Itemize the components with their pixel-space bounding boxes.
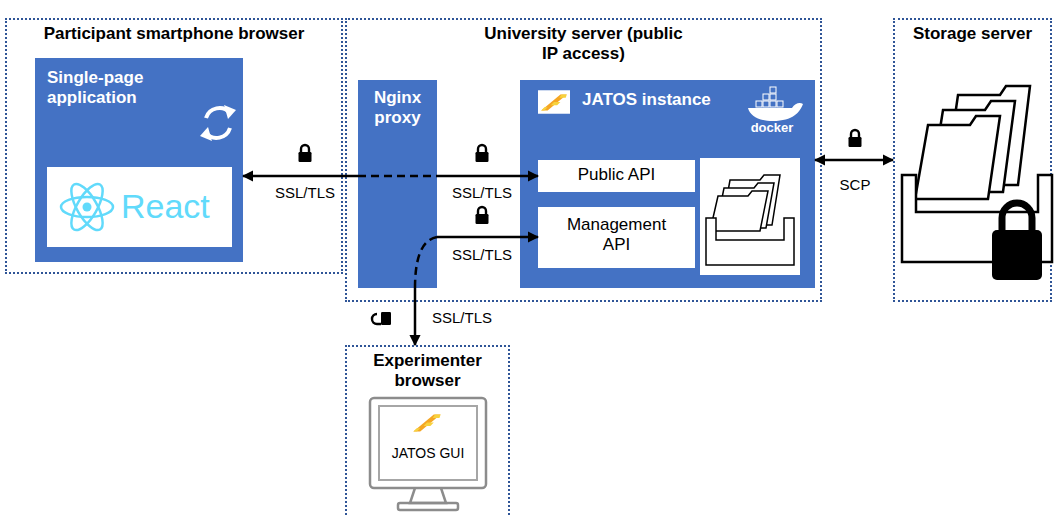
connector-label: SSL/TLS (430, 309, 494, 326)
connector (437, 175, 538, 178)
node-text: Management API (557, 215, 677, 256)
node-text: Participant smartphone browser (11, 24, 337, 44)
node-text: Public API (540, 165, 693, 185)
lock-icon (476, 145, 489, 162)
connector-label: SSL/TLS (273, 184, 337, 201)
lock-icon (849, 130, 862, 147)
node-text: Single-page application (47, 68, 187, 109)
docker-wordmark: docker (751, 121, 794, 136)
open-lock-icon (372, 312, 391, 325)
refresh-arrowhead (200, 127, 212, 141)
node-text: University server (public IP access) (484, 24, 684, 65)
node-text: Nginx proxy (362, 88, 434, 129)
api-box: Public API (538, 160, 695, 192)
react-logo (61, 179, 113, 234)
node-text: Experimenter browser (363, 351, 493, 392)
jatos-logo (410, 410, 444, 435)
connector (414, 288, 417, 345)
proxy-pass-through (358, 175, 437, 178)
api-box: Management API (538, 207, 695, 268)
jatos-logo (538, 90, 570, 113)
application-box: Single-page applicationReact (35, 58, 243, 262)
connector (243, 175, 358, 178)
node-text: React (121, 186, 158, 227)
node-text: JATOS instance (582, 90, 753, 110)
connector (815, 159, 893, 162)
storage-lock (992, 203, 1042, 280)
docker-logo (748, 87, 803, 121)
lock-icon (476, 207, 489, 224)
node-text: Storage server (899, 24, 1046, 44)
lock-icon (299, 145, 312, 162)
proxy-box: Nginx proxy (358, 80, 437, 288)
connector (437, 236, 538, 239)
connector-label: SSL/TLS (450, 246, 514, 263)
data-folders (700, 158, 800, 275)
device-region: Participant smartphone browserSingle-pag… (5, 18, 343, 274)
connector-label: SCP (838, 176, 873, 193)
refresh-arrowhead (224, 105, 236, 119)
monitor (370, 398, 486, 510)
proxy-pass-through (415, 237, 437, 288)
node-text: JATOS GUI (382, 445, 474, 462)
connector-label: SSL/TLS (450, 184, 514, 201)
